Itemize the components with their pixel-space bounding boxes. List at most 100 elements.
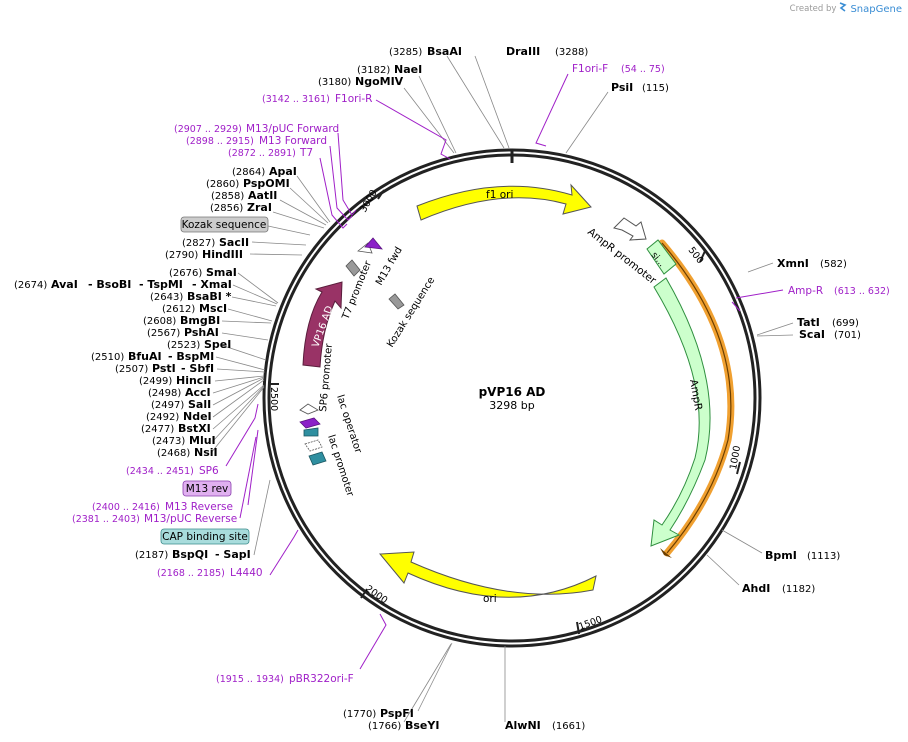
primer-m13puc-forward[interactable]: (2907 .. 2929) M13/pUC Forward [174,123,339,135]
avai-position: (2674) [14,280,47,291]
site-pspfi[interactable]: (1770) PspFI [343,707,414,720]
site-naei[interactable]: (3182) NaeI [357,63,422,76]
site-ahdi[interactable]: AhdI (1182) [742,582,815,595]
primer-sp6[interactable]: (2434 .. 2451) SP6 [126,465,219,477]
hindiii-name: HindIII [202,248,243,261]
site-psti[interactable]: (2507) PstI - SbfI [115,362,214,375]
box-m13rev[interactable]: M13 rev [182,480,232,497]
primer-m13puc-reverse[interactable]: (2381 .. 2403) M13/pUC Reverse [72,513,237,525]
bfuai-name: BfuAI [128,350,162,363]
apai-name: ApaI [269,165,297,178]
site-sacii[interactable]: (2827) SacII [182,236,249,249]
site-bstxi[interactable]: (2477) BstXI [141,422,211,435]
primer-f1ori-r[interactable]: (3142 .. 3161) F1ori-R [262,93,372,105]
pshai-name: PshAI [184,326,219,339]
scai-position: (701) [834,330,861,341]
site-msci[interactable]: (2612) MscI [162,302,227,315]
aatii-position: (2858) [211,191,244,202]
f1-ori-feature[interactable]: f1 ori [416,183,592,221]
spei-position: (2523) [167,340,200,351]
bspqi-name: BspQI [172,548,208,561]
box-kozak[interactable]: Kozak sequence [180,216,269,233]
credit-prefix: Created by [789,4,837,14]
ampr-promoter-feature[interactable]: AmpR promoter [585,217,659,287]
site-alwni[interactable]: AlwNI (1661) [505,719,585,732]
site-apai[interactable]: (2864) ApaI [232,165,297,178]
box-cap[interactable]: CAP binding site [160,528,250,545]
l4440-range: (2168 .. 2185) [157,568,225,579]
ampr-feature[interactable]: AmpR [650,277,711,547]
site-nsii[interactable]: (2468) NsiI [157,446,218,459]
pbr322ori-f-range: (1915 .. 1934) [216,674,284,685]
site-psii[interactable]: PsiI (115) [611,81,669,94]
f1-ori-label: f1 ori [486,189,513,201]
bspmi-name: - BspMI [168,350,214,363]
bspqi-position: (2187) [135,550,168,561]
f1ori-r-range: (3142 .. 3161) [262,94,330,105]
t7-promoter-feature[interactable]: T7 promoter [340,259,374,322]
primer-t7[interactable]: (2872 .. 2891) T7 [228,147,313,159]
zrai-position: (2856) [210,203,243,214]
site-aatii[interactable]: (2858) AatII [211,189,277,202]
primer-m13-forward[interactable]: (2898 .. 2915) M13 Forward [186,135,327,147]
tati-position: (699) [832,318,859,329]
site-acci[interactable]: (2498) AccI [148,386,211,399]
pspfi-position: (1770) [343,709,376,720]
primer-f1ori-f[interactable]: F1ori-F (54 .. 75) [572,63,665,75]
plasmid-name: pVP16 AD [479,385,546,399]
site-pshai[interactable]: (2567) PshAI [147,326,219,339]
t7-name: T7 [299,147,313,159]
site-zrai[interactable]: (2856) ZraI [210,201,272,214]
site-scai[interactable]: ScaI (701) [799,328,861,341]
site-ngomiv[interactable]: (3180) NgoMIV [318,75,404,88]
site-bmgbi[interactable]: (2608) BmgBI [143,314,220,327]
ampr-promoter-label: AmpR promoter [585,226,659,287]
site-smai[interactable]: (2676) SmaI [169,266,237,279]
site-bsaai[interactable]: (3285) BsaAI [389,45,462,58]
primer-l4440[interactable]: (2168 .. 2185) L4440 [157,567,263,579]
site-bpmi[interactable]: BpmI (1113) [765,549,840,562]
site-bsabi[interactable]: (2643) BsaBI * [150,290,232,303]
site-tati[interactable]: TatI (699) [797,316,859,329]
bseyi-position: (1766) [368,721,401,732]
acci-position: (2498) [148,388,181,399]
site-sali[interactable]: (2497) SalI [151,398,211,411]
site-hindiii[interactable]: (2790) HindIII [165,248,243,261]
site-hincii[interactable]: (2499) HincII [139,374,212,387]
site-bspqi[interactable]: (2187) BspQI - SapI [135,548,251,561]
site-mlui[interactable]: (2473) MluI [152,434,216,447]
bsabi-position: (2643) [150,292,183,303]
cap-box-label: CAP binding site [162,531,248,543]
mlui-position: (2473) [152,436,185,447]
spei-name: SpeI [204,338,231,351]
m13puc-fwd-range: (2907 .. 2929) [174,124,242,135]
pbr322ori-f-name: pBR322ori-F [289,673,354,685]
primer-pbr322ori-f[interactable]: (1915 .. 1934) pBR322ori-F [216,673,354,685]
ori-feature[interactable]: ori [378,551,597,605]
naei-position: (3182) [357,65,390,76]
kozak-sequence-feature[interactable]: Kozak sequence [385,275,437,349]
primer-amp-r[interactable]: Amp-R (613 .. 632) [788,285,890,297]
mlui-name: MluI [189,434,216,447]
site-ndei[interactable]: (2492) NdeI [146,410,212,423]
sbfi-name: - SbfI [181,362,214,375]
site-spei[interactable]: (2523) SpeI [167,338,231,351]
site-bseyi[interactable]: (1766) BseYI [368,719,439,732]
site-avai[interactable]: (2674) AvaI - BsoBI - TspMI - XmaI [14,278,232,291]
pspfi-name: PspFI [380,707,414,720]
primer-m13-reverse[interactable]: (2400 .. 2416) M13 Reverse [92,501,233,513]
f1ori-f-range: (54 .. 75) [621,64,665,75]
draiii-position: (3288) [555,47,588,58]
ahdi-position: (1182) [782,584,815,595]
msci-name: MscI [199,302,227,315]
smai-position: (2676) [169,268,202,279]
nsii-name: NsiI [194,446,218,459]
site-bfuai[interactable]: (2510) BfuAI - BspMI [91,350,214,363]
acci-name: AccI [185,386,211,399]
lac-promoter-feature[interactable]: lac promoter [304,434,356,499]
site-draiii[interactable]: DraIII (3288) [506,45,588,58]
site-xmni[interactable]: XmnI (582) [777,257,847,270]
site-pspomi[interactable]: (2860) PspOMI [206,177,290,190]
sali-name: SalI [188,398,211,411]
m13-rev-range: (2400 .. 2416) [92,502,160,513]
